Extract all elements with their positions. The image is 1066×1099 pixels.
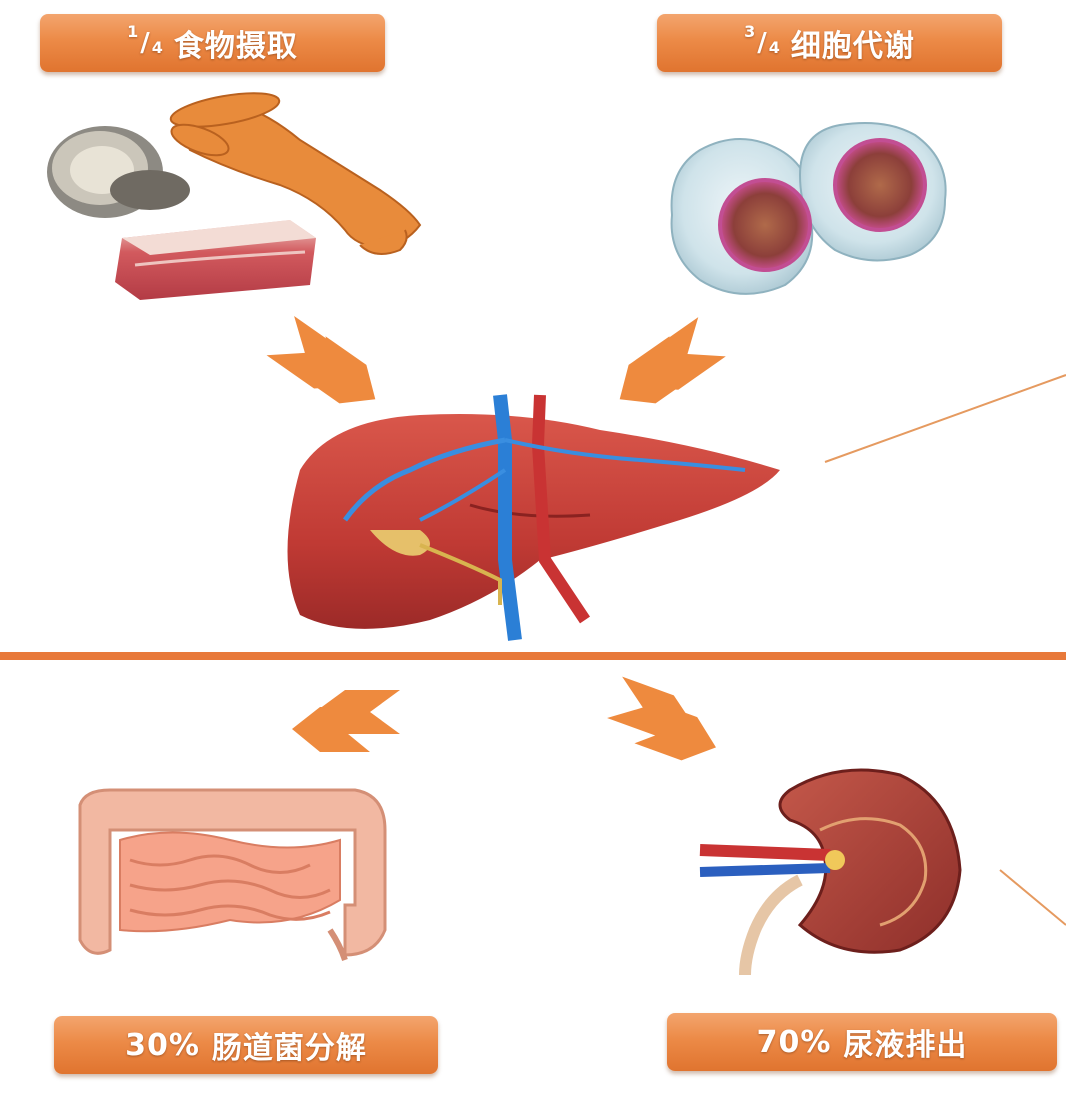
meat-illustration [115, 220, 316, 300]
arrow-liver-to-kidney [607, 676, 716, 761]
oyster-illustration [47, 126, 190, 218]
decorative-line-upper [824, 374, 1066, 463]
decorative-line-lower [999, 869, 1066, 926]
urine-excretion-text: 尿液排出 [843, 1028, 968, 1063]
food-fraction-numerator: 1 [127, 22, 140, 41]
arrow-liver-to-gut [292, 690, 400, 752]
cell-metabolism-text: 细胞代谢 [790, 29, 915, 64]
liver-illustration [287, 394, 780, 641]
intestine-illustration [78, 788, 387, 961]
food-fraction-denominator: 4 [151, 38, 164, 57]
arrow-food-to-liver [266, 315, 376, 404]
cell-fraction-denominator: 4 [768, 38, 781, 57]
gut-bacteria-label: 30% 肠道菌分解 [54, 1016, 438, 1074]
cells-illustration [670, 122, 947, 295]
horizontal-divider [0, 652, 1066, 660]
lobster-illustration [169, 92, 422, 255]
gut-percent: 30% [125, 1027, 200, 1063]
kidney-percent: 70% [756, 1024, 832, 1060]
arrow-cell-to-liver [619, 317, 726, 404]
food-intake-text: 食物摄取 [173, 29, 298, 64]
urine-excretion-label: 70% 尿液排出 [667, 1013, 1057, 1071]
food-fraction: 1/4 [127, 22, 164, 58]
food-intake-label: 1/4 食物摄取 [40, 14, 385, 72]
kidney-illustration [699, 768, 962, 976]
cell-fraction-numerator: 3 [744, 22, 757, 41]
cell-fraction: 3/4 [744, 22, 781, 58]
gut-bacteria-text: 肠道菌分解 [211, 1031, 367, 1066]
cell-metabolism-label: 3/4 细胞代谢 [657, 14, 1002, 72]
